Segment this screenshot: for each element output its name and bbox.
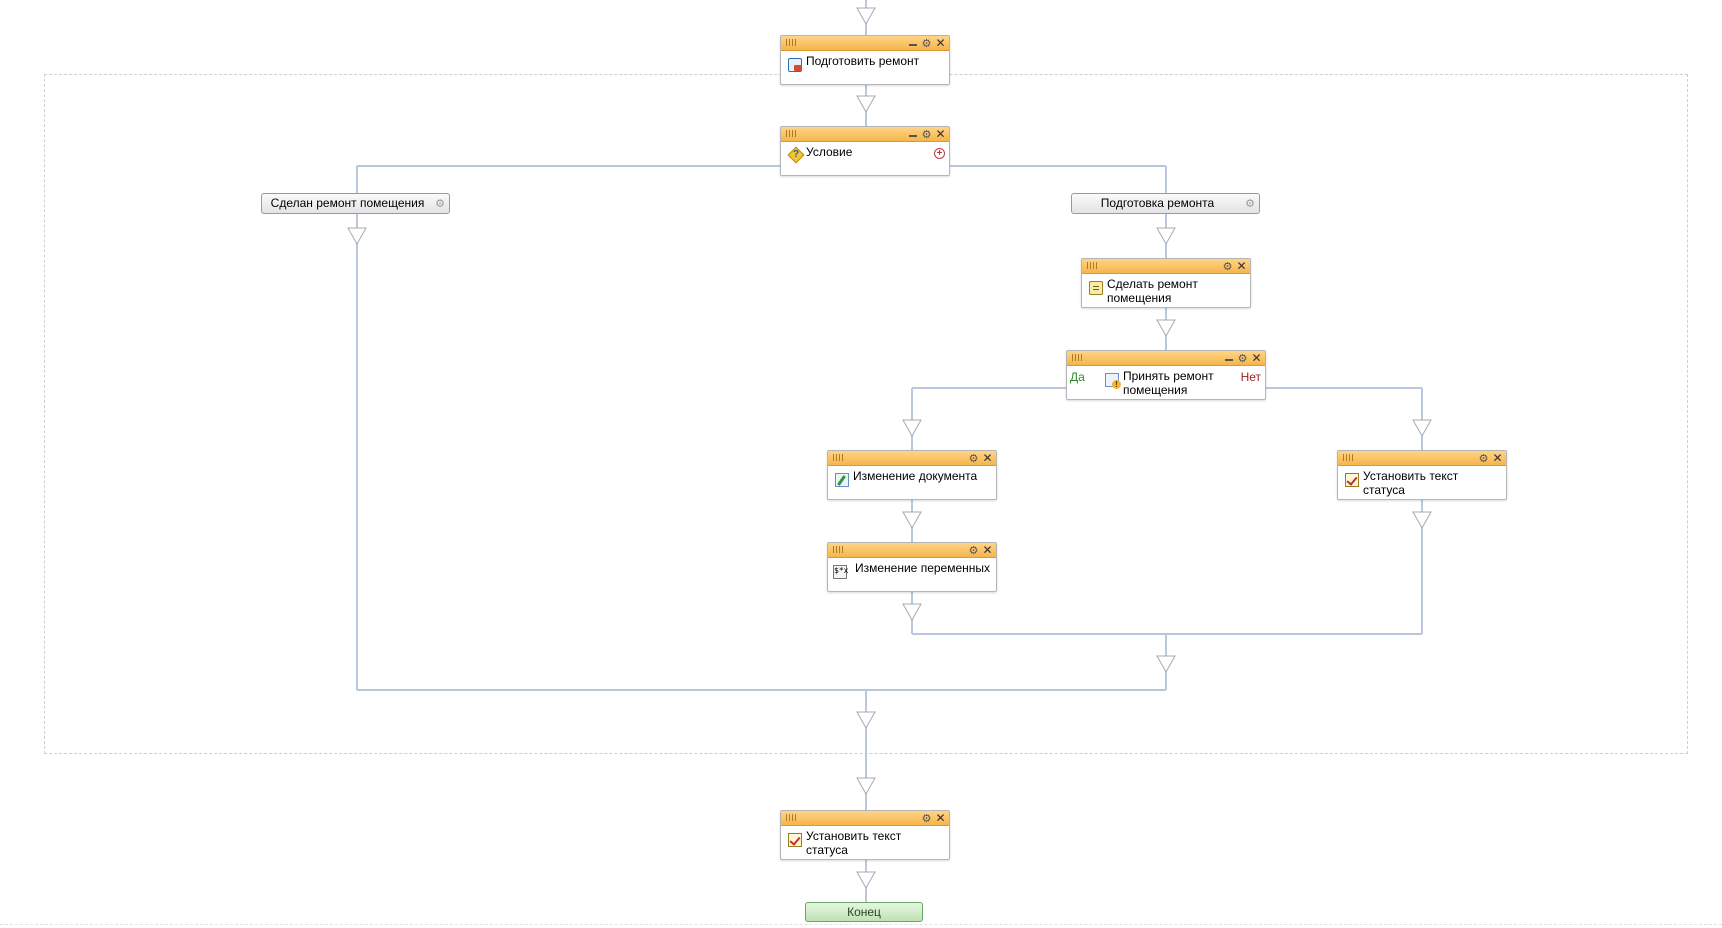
flow-arrow-icon[interactable]	[347, 227, 367, 246]
checkmark-icon	[788, 833, 802, 847]
close-icon[interactable]: ✕	[982, 450, 993, 465]
minimize-icon[interactable]	[907, 38, 918, 49]
close-icon[interactable]: ✕	[1251, 350, 1262, 365]
document-edit-icon	[788, 58, 802, 72]
drag-handle-icon[interactable]	[786, 130, 798, 137]
activity-label: Подготовить ремонт	[806, 54, 920, 68]
edit-document-icon	[835, 473, 849, 487]
gear-icon[interactable]: ⚙	[435, 197, 445, 210]
yes-outcome-label[interactable]: Да	[1070, 370, 1085, 384]
flow-arrow-icon[interactable]	[856, 7, 876, 26]
close-icon[interactable]: ✕	[935, 810, 946, 825]
minimize-icon[interactable]	[907, 129, 918, 140]
flow-arrow-icon[interactable]	[1412, 511, 1432, 530]
activity-label: Изменение документа	[853, 469, 978, 483]
activity-header[interactable]: ⚙ ✕	[781, 127, 949, 142]
drag-handle-icon[interactable]	[1087, 262, 1099, 269]
drag-handle-icon[interactable]	[1343, 454, 1355, 461]
close-icon[interactable]: ✕	[1236, 258, 1247, 273]
drag-handle-icon[interactable]	[1072, 354, 1084, 361]
minimize-icon[interactable]	[1223, 353, 1234, 364]
drag-handle-icon[interactable]	[833, 546, 845, 553]
activity-do-repair[interactable]: ⚙ ✕ Сделать ремонт помещения	[1081, 258, 1251, 308]
activity-condition[interactable]: ⚙ ✕ Условие +	[780, 126, 950, 176]
flow-arrow-icon[interactable]	[902, 603, 922, 622]
activity-header[interactable]: ⚙ ✕	[781, 811, 949, 826]
variables-icon: $*x	[833, 565, 848, 579]
activity-prepare-repair[interactable]: ⚙ ✕ Подготовить ремонт	[780, 35, 950, 85]
flow-arrow-icon[interactable]	[856, 871, 876, 890]
gear-icon[interactable]: ⚙	[968, 451, 979, 465]
activity-set-status-final[interactable]: ⚙ ✕ Установить текст статуса	[780, 810, 950, 860]
condition-icon	[788, 148, 802, 163]
activity-label: Принять ремонт помещения	[1123, 369, 1214, 397]
gear-icon[interactable]: ⚙	[968, 543, 979, 557]
activity-change-variables[interactable]: ⚙ ✕ $*x Изменение переменных	[827, 542, 997, 592]
activity-header[interactable]: ⚙ ✕	[1338, 451, 1506, 466]
gear-icon[interactable]: ⚙	[1222, 259, 1233, 273]
activity-header[interactable]: ⚙ ✕	[1067, 351, 1265, 366]
activity-header[interactable]: ⚙ ✕	[781, 36, 949, 51]
gear-icon[interactable]: ⚙	[1245, 197, 1255, 210]
branch-label: Сделан ремонт помещения	[270, 196, 425, 210]
flow-arrow-icon[interactable]	[902, 511, 922, 530]
flow-arrow-icon[interactable]	[1156, 319, 1176, 338]
flow-arrow-icon[interactable]	[902, 419, 922, 438]
flow-arrow-icon[interactable]	[856, 777, 876, 796]
gear-icon[interactable]: ⚙	[921, 811, 932, 825]
canvas-bottom-border	[0, 924, 1722, 925]
flow-arrow-icon[interactable]	[856, 95, 876, 114]
branch-repair-preparation[interactable]: Подготовка ремонта ⚙	[1071, 193, 1260, 214]
gear-icon[interactable]: ⚙	[1237, 351, 1248, 365]
drag-handle-icon[interactable]	[786, 39, 798, 46]
flow-arrow-icon[interactable]	[856, 711, 876, 730]
add-branch-icon[interactable]: +	[934, 148, 945, 159]
activity-accept-repair[interactable]: ⚙ ✕ Да Нет Принять ремонт помещения	[1066, 350, 1266, 400]
drag-handle-icon[interactable]	[786, 814, 798, 821]
activity-set-status-right[interactable]: ⚙ ✕ Установить текст статуса	[1337, 450, 1507, 500]
activity-label: Сделать ремонт помещения	[1107, 277, 1198, 305]
activity-header[interactable]: ⚙ ✕	[1082, 259, 1250, 274]
branch-repair-done[interactable]: Сделан ремонт помещения ⚙	[261, 193, 450, 214]
activity-header[interactable]: ⚙ ✕	[828, 451, 996, 466]
close-icon[interactable]: ✕	[1492, 450, 1503, 465]
no-outcome-label[interactable]: Нет	[1240, 370, 1261, 384]
activity-label: Условие	[806, 145, 853, 159]
drag-handle-icon[interactable]	[833, 454, 845, 461]
flow-arrow-icon[interactable]	[1156, 227, 1176, 246]
gear-icon[interactable]: ⚙	[1478, 451, 1489, 465]
task-icon	[1089, 281, 1103, 295]
branch-label: Подготовка ремонта	[1100, 196, 1215, 210]
close-icon[interactable]: ✕	[935, 35, 946, 50]
activity-label: Установить текст статуса	[1363, 469, 1459, 497]
loop-group-frame	[44, 74, 1688, 754]
activity-header[interactable]: ⚙ ✕	[828, 543, 996, 558]
close-icon[interactable]: ✕	[982, 542, 993, 557]
flow-arrow-icon[interactable]	[1412, 419, 1432, 438]
checkmark-icon	[1345, 473, 1359, 487]
activity-label: Изменение переменных	[855, 561, 991, 575]
close-icon[interactable]: ✕	[935, 126, 946, 141]
activity-label: Установить текст статуса	[806, 829, 902, 857]
end-node[interactable]: Конец	[805, 902, 923, 922]
approval-icon	[1105, 373, 1121, 389]
flow-arrow-icon[interactable]	[1156, 655, 1176, 674]
activity-change-document[interactable]: ⚙ ✕ Изменение документа	[827, 450, 997, 500]
gear-icon[interactable]: ⚙	[921, 36, 932, 50]
gear-icon[interactable]: ⚙	[921, 127, 932, 141]
